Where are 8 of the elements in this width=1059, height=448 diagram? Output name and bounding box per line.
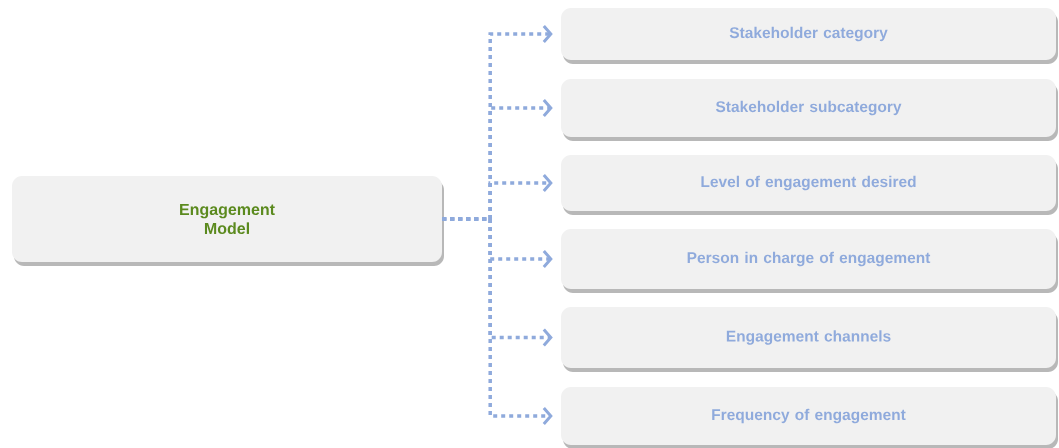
item-box: Level of engagement desired xyxy=(561,155,1058,215)
item-box: Stakeholder category xyxy=(561,8,1058,64)
item-box: Engagement channels xyxy=(561,307,1058,372)
item-box: Frequency of engagement xyxy=(561,387,1058,448)
item-box: Person in charge of engagement xyxy=(561,229,1058,293)
topic-box: Engagement Model xyxy=(12,176,444,266)
item-box: Stakeholder subcategory xyxy=(561,79,1058,141)
connector-arrow xyxy=(442,217,553,425)
